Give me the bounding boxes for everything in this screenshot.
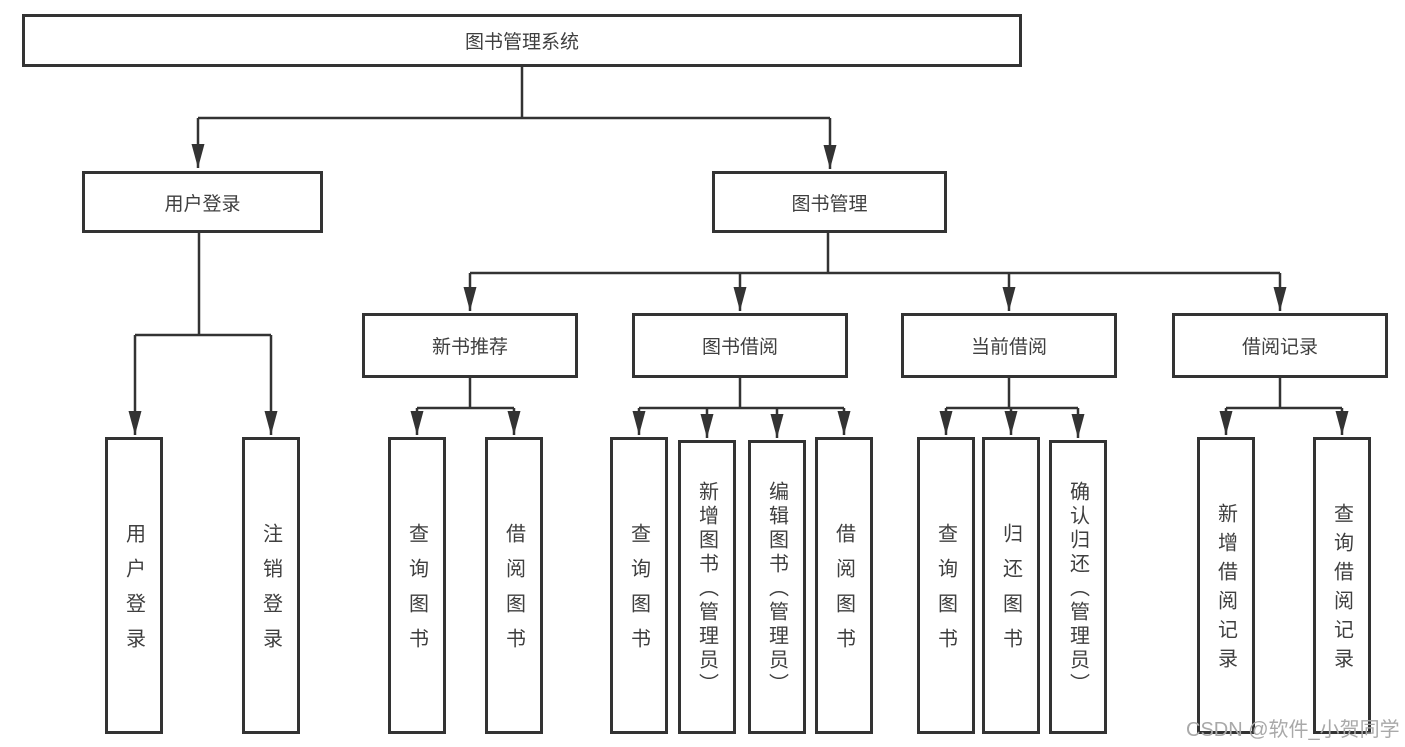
leaf-query-books-borrow: 查询图书 — [610, 437, 668, 734]
leaf-add-books-admin: 新增图书（管理员） — [678, 440, 736, 734]
leaf-confirm-return-admin: 确认归还（管理员） — [1049, 440, 1107, 734]
leaf-query-books-current: 查询图书 — [917, 437, 975, 734]
leaf-query-borrow-record: 查询借阅记录 — [1313, 437, 1371, 734]
leaf-user-login: 用户登录 — [105, 437, 163, 734]
node-new-book-recommend: 新书推荐 — [362, 313, 578, 378]
leaf-borrow-books-recommend: 借阅图书 — [485, 437, 543, 734]
leaf-edit-books-admin: 编辑图书（管理员） — [748, 440, 806, 734]
node-root-book-management-system: 图书管理系统 — [22, 14, 1022, 67]
leaf-logout: 注销登录 — [242, 437, 300, 734]
node-user-login: 用户登录 — [82, 171, 323, 233]
node-book-borrow: 图书借阅 — [632, 313, 848, 378]
leaf-add-borrow-record: 新增借阅记录 — [1197, 437, 1255, 734]
leaf-return-books: 归还图书 — [982, 437, 1040, 734]
leaf-borrow-books: 借阅图书 — [815, 437, 873, 734]
leaf-query-books-recommend: 查询图书 — [388, 437, 446, 734]
node-borrow-records: 借阅记录 — [1172, 313, 1388, 378]
node-current-borrow: 当前借阅 — [901, 313, 1117, 378]
csdn-watermark: CSDN @软件_小贺同学 — [1186, 719, 1400, 741]
node-book-management: 图书管理 — [712, 171, 947, 233]
